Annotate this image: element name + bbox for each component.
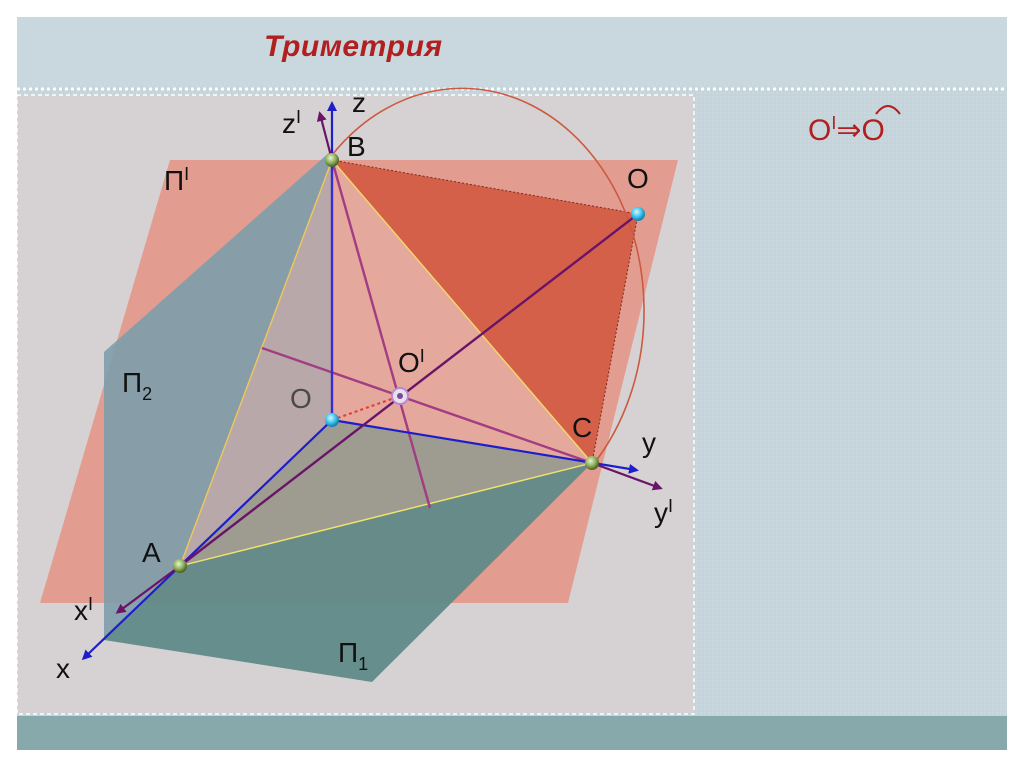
point-O-center: [325, 413, 339, 427]
segment-O-Oprime: [331, 394, 401, 422]
label-B: B: [347, 131, 366, 162]
label-y-prime: yI: [654, 496, 673, 528]
label-pi-2: П2: [122, 367, 152, 404]
header-band: [17, 17, 1007, 87]
label-pi-prime: ПI: [164, 164, 189, 196]
label-z: z: [352, 87, 366, 118]
point-O-prime-core: [397, 393, 403, 399]
edge-AC: [179, 462, 593, 567]
edge-BC: [331, 159, 593, 464]
altitude-from-B: [330, 159, 432, 509]
point-C: [585, 456, 599, 470]
label-pi-1: П1: [338, 637, 368, 674]
footer-band: [17, 716, 1007, 750]
label-O-top: O: [627, 163, 649, 194]
triangle-BOC: [332, 160, 638, 463]
altitude-from-C: [261, 346, 593, 465]
slide-title: Триметрия: [264, 30, 443, 63]
circumcircle-arc: [331, 87, 645, 467]
axis-y-prime: [591, 461, 663, 491]
face-AOC: [180, 420, 592, 566]
axis-z-prime: [316, 111, 334, 161]
label-y: y: [642, 427, 656, 458]
line-A-O: [179, 213, 639, 567]
label-x-prime: xI: [74, 594, 93, 626]
label-A: A: [142, 537, 161, 568]
edge-AB: [179, 159, 333, 567]
axis-x-prime: [115, 565, 181, 614]
label-C: C: [572, 412, 592, 443]
plane-pi-2: [104, 150, 332, 640]
formula: OI⇒O: [808, 113, 885, 147]
label-x: x: [56, 653, 70, 684]
label-O-center: O: [290, 383, 312, 414]
point-O-top: [631, 207, 645, 221]
label-O-prime: OI: [398, 346, 425, 378]
axis-x: [81, 419, 333, 661]
formula-arc-accent: [875, 105, 901, 115]
label-z-prime: zI: [282, 107, 301, 139]
point-B: [325, 153, 339, 167]
point-A: [173, 559, 187, 573]
